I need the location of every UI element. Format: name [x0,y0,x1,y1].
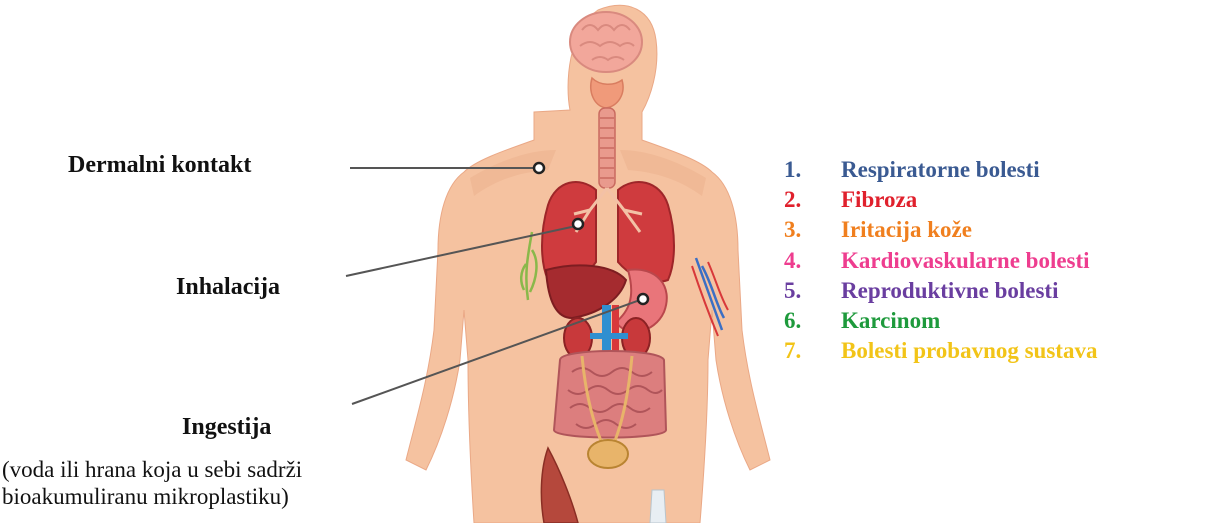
right-lung [618,182,674,282]
marker-dermal [534,163,544,173]
legend-item-3: 3.Iritacija kože [784,215,1097,245]
legend-item-4: 4.Kardiovaskularne bolesti [784,246,1097,276]
legend-number-5: 5. [784,276,841,306]
legend-number-1: 1. [784,155,841,185]
legend-number-3: 3. [784,215,841,245]
bladder [588,440,628,468]
legend-number-7: 7. [784,336,841,366]
legend-number-2: 2. [784,185,841,215]
legend-label-6: Karcinom [841,308,940,333]
route-label-dermal: Dermalni kontakt [68,152,251,179]
marker-inhalation [573,219,583,229]
large-intestine [554,351,666,438]
legend-item-5: 5.Reproduktivne bolesti [784,276,1097,306]
legend-label-1: Respiratorne bolesti [841,157,1040,182]
marker-ingestion [638,294,648,304]
ingestion-note-line-1: (voda ili hrana koja u sebi sadrži [2,456,302,483]
legend-label-7: Bolesti probavnog sustava [841,338,1097,363]
legend-item-1: 1.Respiratorne bolesti [784,155,1097,185]
legend-number-6: 6. [784,306,841,336]
legend-item-2: 2.Fibroza [784,185,1097,215]
legend-item-6: 6.Karcinom [784,306,1097,336]
disease-legend: 1.Respiratorne bolesti 2.Fibroza 3.Irita… [784,155,1097,366]
thigh-bone [650,490,666,523]
legend-item-7: 7.Bolesti probavnog sustava [784,336,1097,366]
legend-label-2: Fibroza [841,187,917,212]
legend-label-3: Iritacija kože [841,217,972,242]
legend-number-4: 4. [784,246,841,276]
legend-label-4: Kardiovaskularne bolesti [841,248,1090,273]
route-label-inhalation: Inhalacija [176,274,280,301]
ingestion-note-line-2: bioakumuliranu mikroplastiku) [2,483,289,510]
legend-label-5: Reproduktivne bolesti [841,278,1058,303]
route-label-ingestion: Ingestija [182,414,271,441]
